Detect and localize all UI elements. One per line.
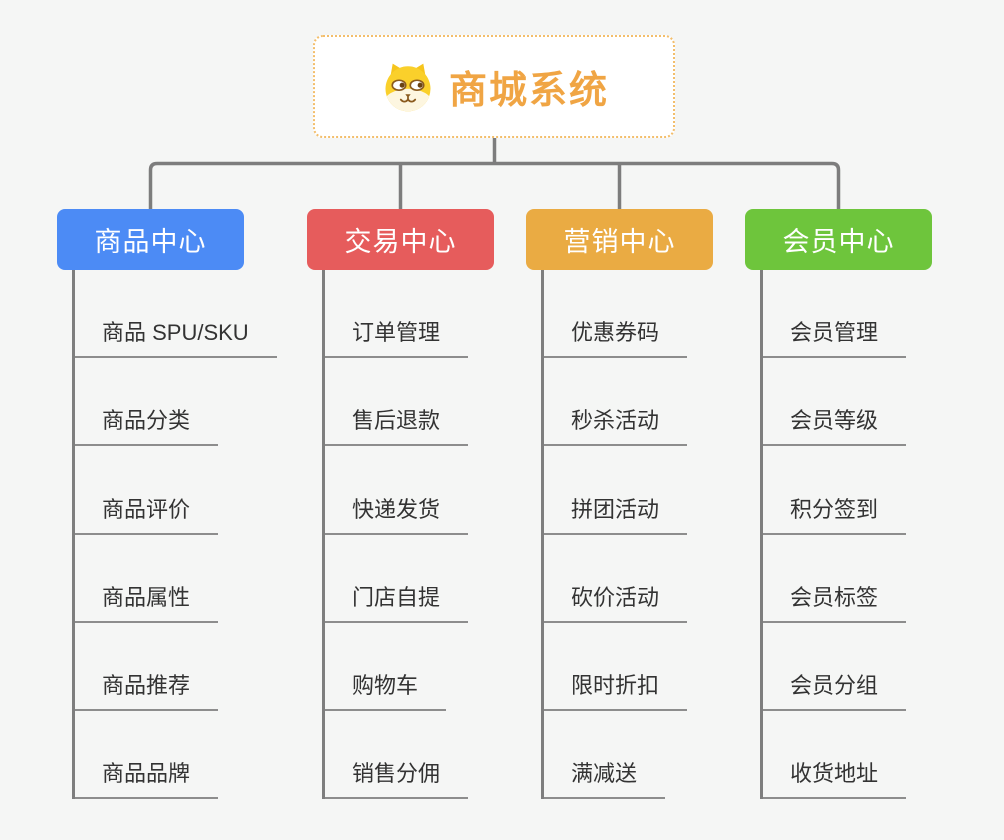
branch-spine	[541, 270, 544, 799]
topic-item[interactable]: 满减送	[541, 756, 666, 800]
branch-header-product[interactable]: 商品中心	[57, 209, 244, 270]
branch-spine	[760, 270, 763, 799]
shiba-dog-icon	[379, 60, 437, 114]
topic-item[interactable]: 快递发货	[322, 492, 469, 535]
branch-spine	[322, 270, 325, 799]
topic-item[interactable]: 购物车	[322, 668, 447, 711]
topic-item[interactable]: 商品属性	[72, 580, 219, 623]
topic-item[interactable]: 会员标签	[760, 580, 907, 623]
branch-column-product: 商品 SPU/SKU 商品分类 商品评价 商品属性 商品推荐 商品品牌	[57, 270, 302, 800]
topic-item[interactable]: 砍价活动	[541, 580, 688, 623]
topic-item[interactable]: 会员管理	[760, 315, 907, 359]
root-node[interactable]: 商城系统	[313, 35, 675, 138]
branch-header-marketing[interactable]: 营销中心	[526, 209, 713, 270]
topic-item[interactable]: 限时折扣	[541, 668, 688, 711]
topic-item[interactable]: 会员分组	[760, 668, 907, 711]
topic-item[interactable]: 商品推荐	[72, 668, 219, 711]
topic-item[interactable]: 优惠券码	[541, 315, 688, 359]
topic-item[interactable]: 商品 SPU/SKU	[72, 315, 277, 359]
topic-item[interactable]: 收货地址	[760, 756, 907, 800]
root-title: 商城系统	[448, 70, 609, 112]
branch-header-member[interactable]: 会员中心	[745, 209, 932, 270]
branch-column-trade: 订单管理 售后退款 快递发货 门店自提 购物车 销售分佣	[307, 270, 552, 800]
topic-item[interactable]: 售后退款	[322, 403, 469, 447]
topic-item[interactable]: 秒杀活动	[541, 403, 688, 447]
topic-item[interactable]: 门店自提	[322, 580, 469, 623]
topic-item[interactable]: 积分签到	[760, 492, 907, 535]
topic-item[interactable]: 拼团活动	[541, 492, 688, 535]
topic-item[interactable]: 商品品牌	[72, 756, 219, 800]
topic-item[interactable]: 销售分佣	[322, 756, 469, 800]
topic-item[interactable]: 商品分类	[72, 403, 219, 447]
topic-item[interactable]: 商品评价	[72, 492, 219, 535]
topic-item[interactable]: 订单管理	[322, 315, 469, 359]
branch-column-member: 会员管理 会员等级 积分签到 会员标签 会员分组 收货地址	[745, 270, 990, 800]
topic-item[interactable]: 会员等级	[760, 403, 907, 447]
branch-column-marketing: 优惠券码 秒杀活动 拼团活动 砍价活动 限时折扣 满减送	[526, 270, 771, 800]
branch-header-trade[interactable]: 交易中心	[307, 209, 494, 270]
branch-spine	[72, 270, 75, 799]
